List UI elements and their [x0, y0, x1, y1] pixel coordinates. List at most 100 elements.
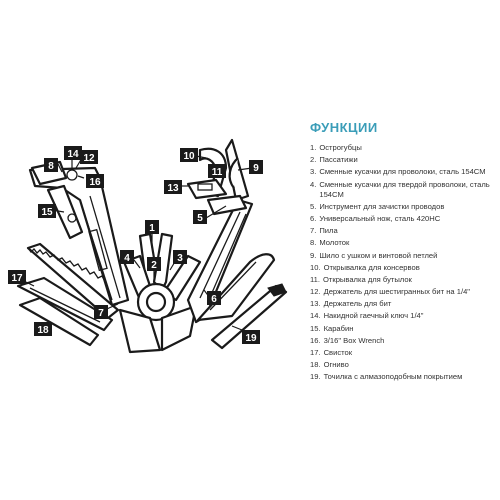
- legend-title: ФУНКЦИИ: [310, 120, 498, 135]
- legend-item-text: Молоток: [319, 238, 498, 248]
- legend-item-number: 19.: [310, 372, 321, 382]
- legend-item: 5.Инструмент для зачистки проводов: [310, 202, 498, 212]
- legend-item-number: 11.: [310, 275, 320, 285]
- svg-text:14: 14: [67, 149, 79, 160]
- svg-text:13: 13: [167, 183, 179, 194]
- legend-item-text: Точилка с алмазоподобным покрытием: [324, 372, 498, 382]
- badge-3: 3: [173, 250, 187, 264]
- legend-item-text: Острогубцы: [319, 143, 498, 153]
- legend-item-text: Сменные кусачки для проволоки, сталь 154…: [319, 167, 498, 177]
- legend-item-text: Сменные кусачки для твердой проволоки, с…: [319, 180, 498, 200]
- legend-item-text: Держатель для бит: [324, 299, 498, 309]
- legend-item-number: 15.: [310, 324, 321, 334]
- legend-item-number: 17.: [310, 348, 321, 358]
- awl: [226, 140, 248, 200]
- legend-item: 11.Открывалка для бутылок: [310, 275, 498, 285]
- svg-text:8: 8: [48, 161, 54, 172]
- svg-text:12: 12: [83, 153, 95, 164]
- functions-legend: ФУНКЦИИ 1.Острогубцы 2.Пассатижи 3.Сменн…: [310, 120, 498, 385]
- legend-item-number: 6.: [310, 214, 316, 224]
- legend-item: 4.Сменные кусачки для твердой проволоки,…: [310, 180, 498, 200]
- legend-item-number: 3.: [310, 167, 316, 177]
- legend-item-text: Открывалка для консервов: [324, 263, 498, 273]
- legend-item-text: Пассатижи: [319, 155, 498, 165]
- svg-text:10: 10: [183, 151, 195, 162]
- badge-12: 12: [80, 150, 98, 164]
- svg-text:5: 5: [197, 213, 203, 224]
- legend-item-number: 8.: [310, 238, 316, 248]
- legend-item: 10.Открывалка для консервов: [310, 263, 498, 273]
- badge-2: 2: [147, 257, 161, 271]
- legend-item: 18.Огниво: [310, 360, 498, 370]
- legend-item: 16.3/16" Box Wrench: [310, 336, 498, 346]
- legend-item-text: 3/16" Box Wrench: [324, 336, 498, 346]
- legend-item-text: Универсальный нож, сталь 420HC: [319, 214, 498, 224]
- legend-item-text: Накидной гаечный ключ 1/4": [324, 311, 498, 321]
- legend-item-text: Держатель для шестигранных бит на 1/4": [324, 287, 498, 297]
- legend-item-number: 2.: [310, 155, 316, 165]
- legend-item-number: 5.: [310, 202, 316, 212]
- legend-item-text: Шило с ушком и винтовой петлей: [319, 251, 498, 261]
- badge-10: 10: [180, 148, 198, 162]
- legend-item: 12.Держатель для шестигранных бит на 1/4…: [310, 287, 498, 297]
- legend-item-number: 9.: [310, 251, 316, 261]
- svg-text:1: 1: [149, 223, 155, 234]
- legend-item: 17.Свисток: [310, 348, 498, 358]
- legend-item-number: 18.: [310, 360, 321, 370]
- badge-19: 19: [242, 330, 260, 344]
- svg-text:11: 11: [212, 167, 223, 178]
- badge-4: 4: [120, 250, 134, 264]
- badge-7: 7: [94, 305, 108, 319]
- legend-item-text: Огниво: [324, 360, 498, 370]
- badge-6: 6: [207, 291, 221, 305]
- badge-1: 1: [145, 220, 159, 234]
- legend-item-number: 12.: [310, 287, 321, 297]
- svg-text:16: 16: [89, 177, 101, 188]
- legend-item: 2.Пассатижи: [310, 155, 498, 165]
- legend-item: 15.Карабин: [310, 324, 498, 334]
- svg-text:3: 3: [177, 253, 183, 264]
- badge-5: 5: [193, 210, 207, 224]
- legend-item-text: Свисток: [324, 348, 498, 358]
- legend-item-text: Пила: [319, 226, 498, 236]
- svg-text:4: 4: [124, 253, 130, 264]
- multitool-diagram: 1 2 3 4 5 6 7 8 9 10 11 12: [0, 0, 310, 500]
- svg-text:19: 19: [245, 333, 257, 344]
- legend-item-text: Инструмент для зачистки проводов: [319, 202, 498, 212]
- legend-item-text: Открывалка для бутылок: [323, 275, 498, 285]
- legend-item: 7.Пила: [310, 226, 498, 236]
- svg-text:15: 15: [41, 207, 53, 218]
- svg-text:17: 17: [11, 273, 23, 284]
- svg-text:2: 2: [151, 260, 157, 271]
- legend-item: 3.Сменные кусачки для проволоки, сталь 1…: [310, 167, 498, 177]
- legend-item-number: 16.: [310, 336, 321, 346]
- legend-item: 6.Универсальный нож, сталь 420HC: [310, 214, 498, 224]
- svg-text:7: 7: [98, 308, 104, 319]
- legend-item-number: 13.: [310, 299, 321, 309]
- legend-item: 13.Держатель для бит: [310, 299, 498, 309]
- legend-item: 19.Точилка с алмазоподобным покрытием: [310, 372, 498, 382]
- badge-8: 8: [44, 158, 58, 172]
- legend-item-text: Карабин: [324, 324, 498, 334]
- badge-13: 13: [164, 180, 182, 194]
- legend-list: 1.Острогубцы 2.Пассатижи 3.Сменные кусач…: [310, 143, 498, 382]
- svg-text:6: 6: [211, 294, 217, 305]
- legend-item: 1.Острогубцы: [310, 143, 498, 153]
- badge-9: 9: [249, 160, 263, 174]
- badge-15: 15: [38, 204, 56, 218]
- svg-text:9: 9: [253, 163, 259, 174]
- badge-16: 16: [86, 174, 104, 188]
- legend-item: 8.Молоток: [310, 238, 498, 248]
- legend-item-number: 10.: [310, 263, 321, 273]
- legend-item: 14.Накидной гаечный ключ 1/4": [310, 311, 498, 321]
- badge-14: 14: [64, 146, 82, 160]
- badge-18: 18: [34, 322, 52, 336]
- legend-item-number: 14.: [310, 311, 321, 321]
- legend-item: 9.Шило с ушком и винтовой петлей: [310, 251, 498, 261]
- legend-item-number: 7.: [310, 226, 316, 236]
- legend-item-number: 4.: [310, 180, 316, 200]
- legend-item-number: 1.: [310, 143, 316, 153]
- badge-17: 17: [8, 270, 26, 284]
- svg-text:18: 18: [37, 325, 49, 336]
- badge-11: 11: [208, 164, 226, 178]
